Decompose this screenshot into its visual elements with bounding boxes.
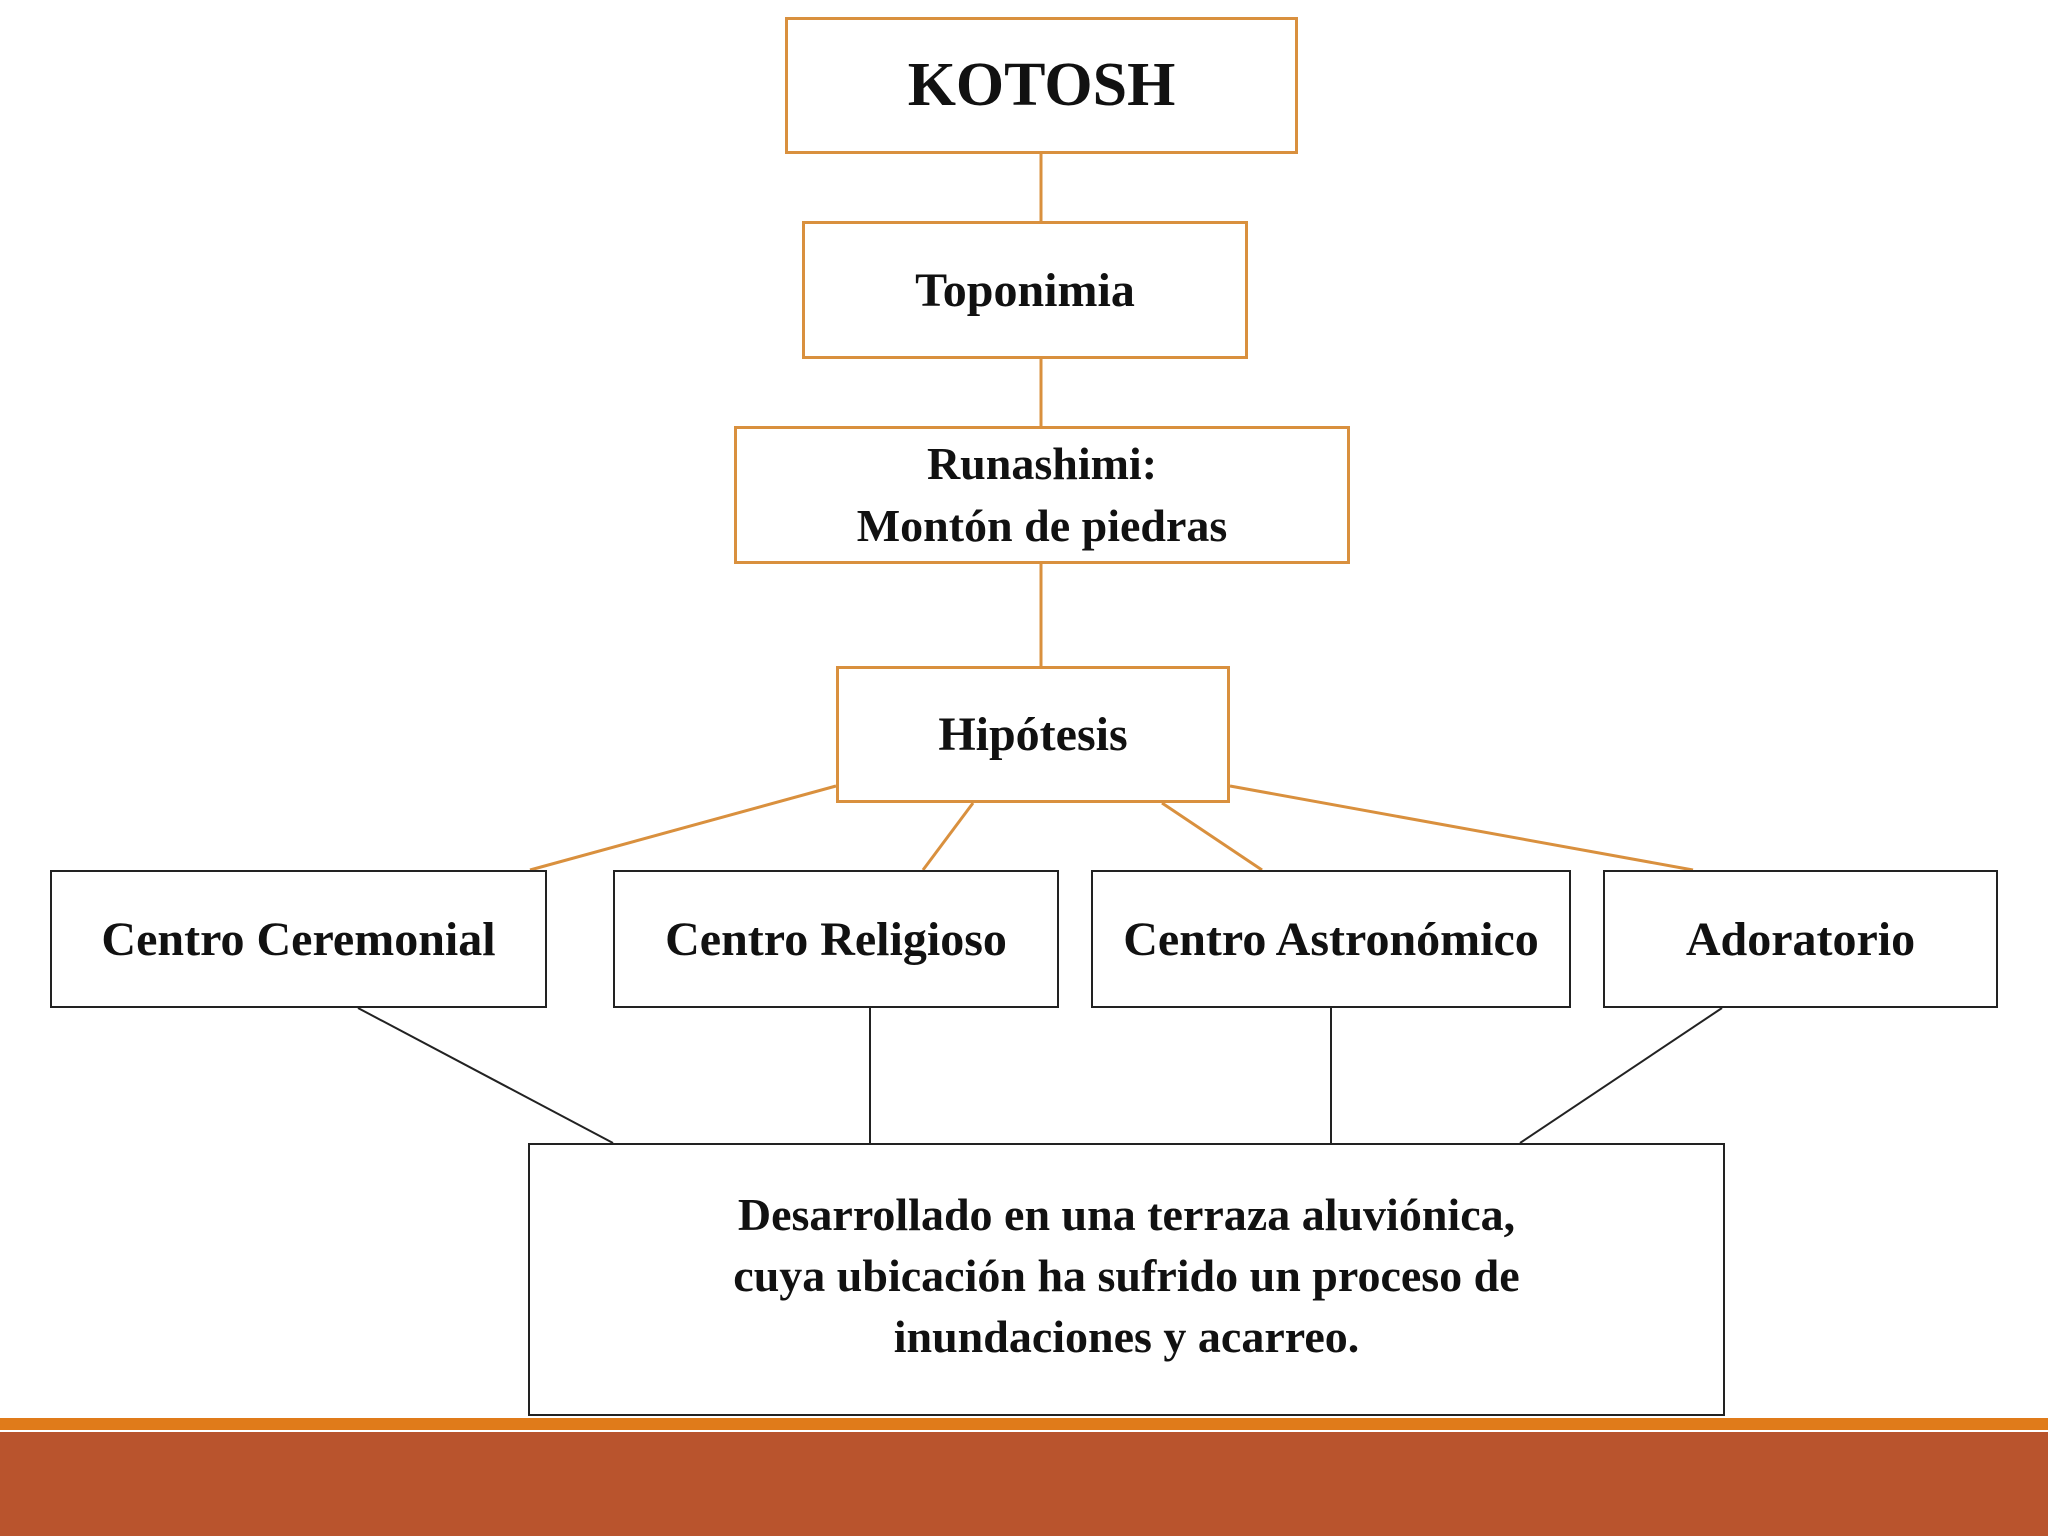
node-hypothesis-3: Centro Astronómico	[1091, 870, 1571, 1008]
node-toponimia-label: Toponimia	[915, 263, 1135, 317]
node-hypothesis-label: Adoratorio	[1685, 912, 1916, 966]
root-node-label: KOTOSH	[907, 51, 1176, 119]
node-hypothesis-label: Centro Astronómico	[1123, 912, 1539, 966]
root-node-kotosh: KOTOSH	[785, 17, 1298, 154]
node-description-text: Desarrollado en una terraza aluviónica, …	[733, 1189, 1520, 1362]
connector-hipotesis-astronomico	[1161, 801, 1263, 872]
node-hypothesis-2: Centro Religioso	[613, 870, 1059, 1008]
connector-hipotesis-religioso	[921, 802, 975, 871]
footer-accent-line	[0, 1418, 2048, 1430]
node-hypothesis-4: Adoratorio	[1603, 870, 1998, 1008]
node-hypothesis-1: Centro Ceremonial	[50, 870, 547, 1008]
node-toponimia: Toponimia	[802, 221, 1248, 359]
connector-hipotesis-adoratorio	[1229, 784, 1694, 872]
node-hipotesis-label: Hipótesis	[938, 708, 1128, 761]
connector-hipotesis-ceremonial	[529, 784, 837, 872]
footer-band	[0, 1432, 2048, 1536]
node-hypothesis-label: Centro Religioso	[665, 912, 1007, 966]
node-runashimi-label: Runashimi: Montón de piedras	[856, 438, 1228, 551]
node-hipotesis: Hipótesis	[836, 666, 1230, 803]
node-runashimi: Runashimi: Montón de piedras	[734, 426, 1350, 564]
connector-adoratorio-desc	[1519, 1007, 1723, 1144]
node-hypothesis-label: Centro Ceremonial	[101, 912, 496, 966]
connector-ceremonial-desc	[357, 1007, 614, 1144]
node-description: Desarrollado en una terraza aluviónica, …	[528, 1143, 1725, 1416]
